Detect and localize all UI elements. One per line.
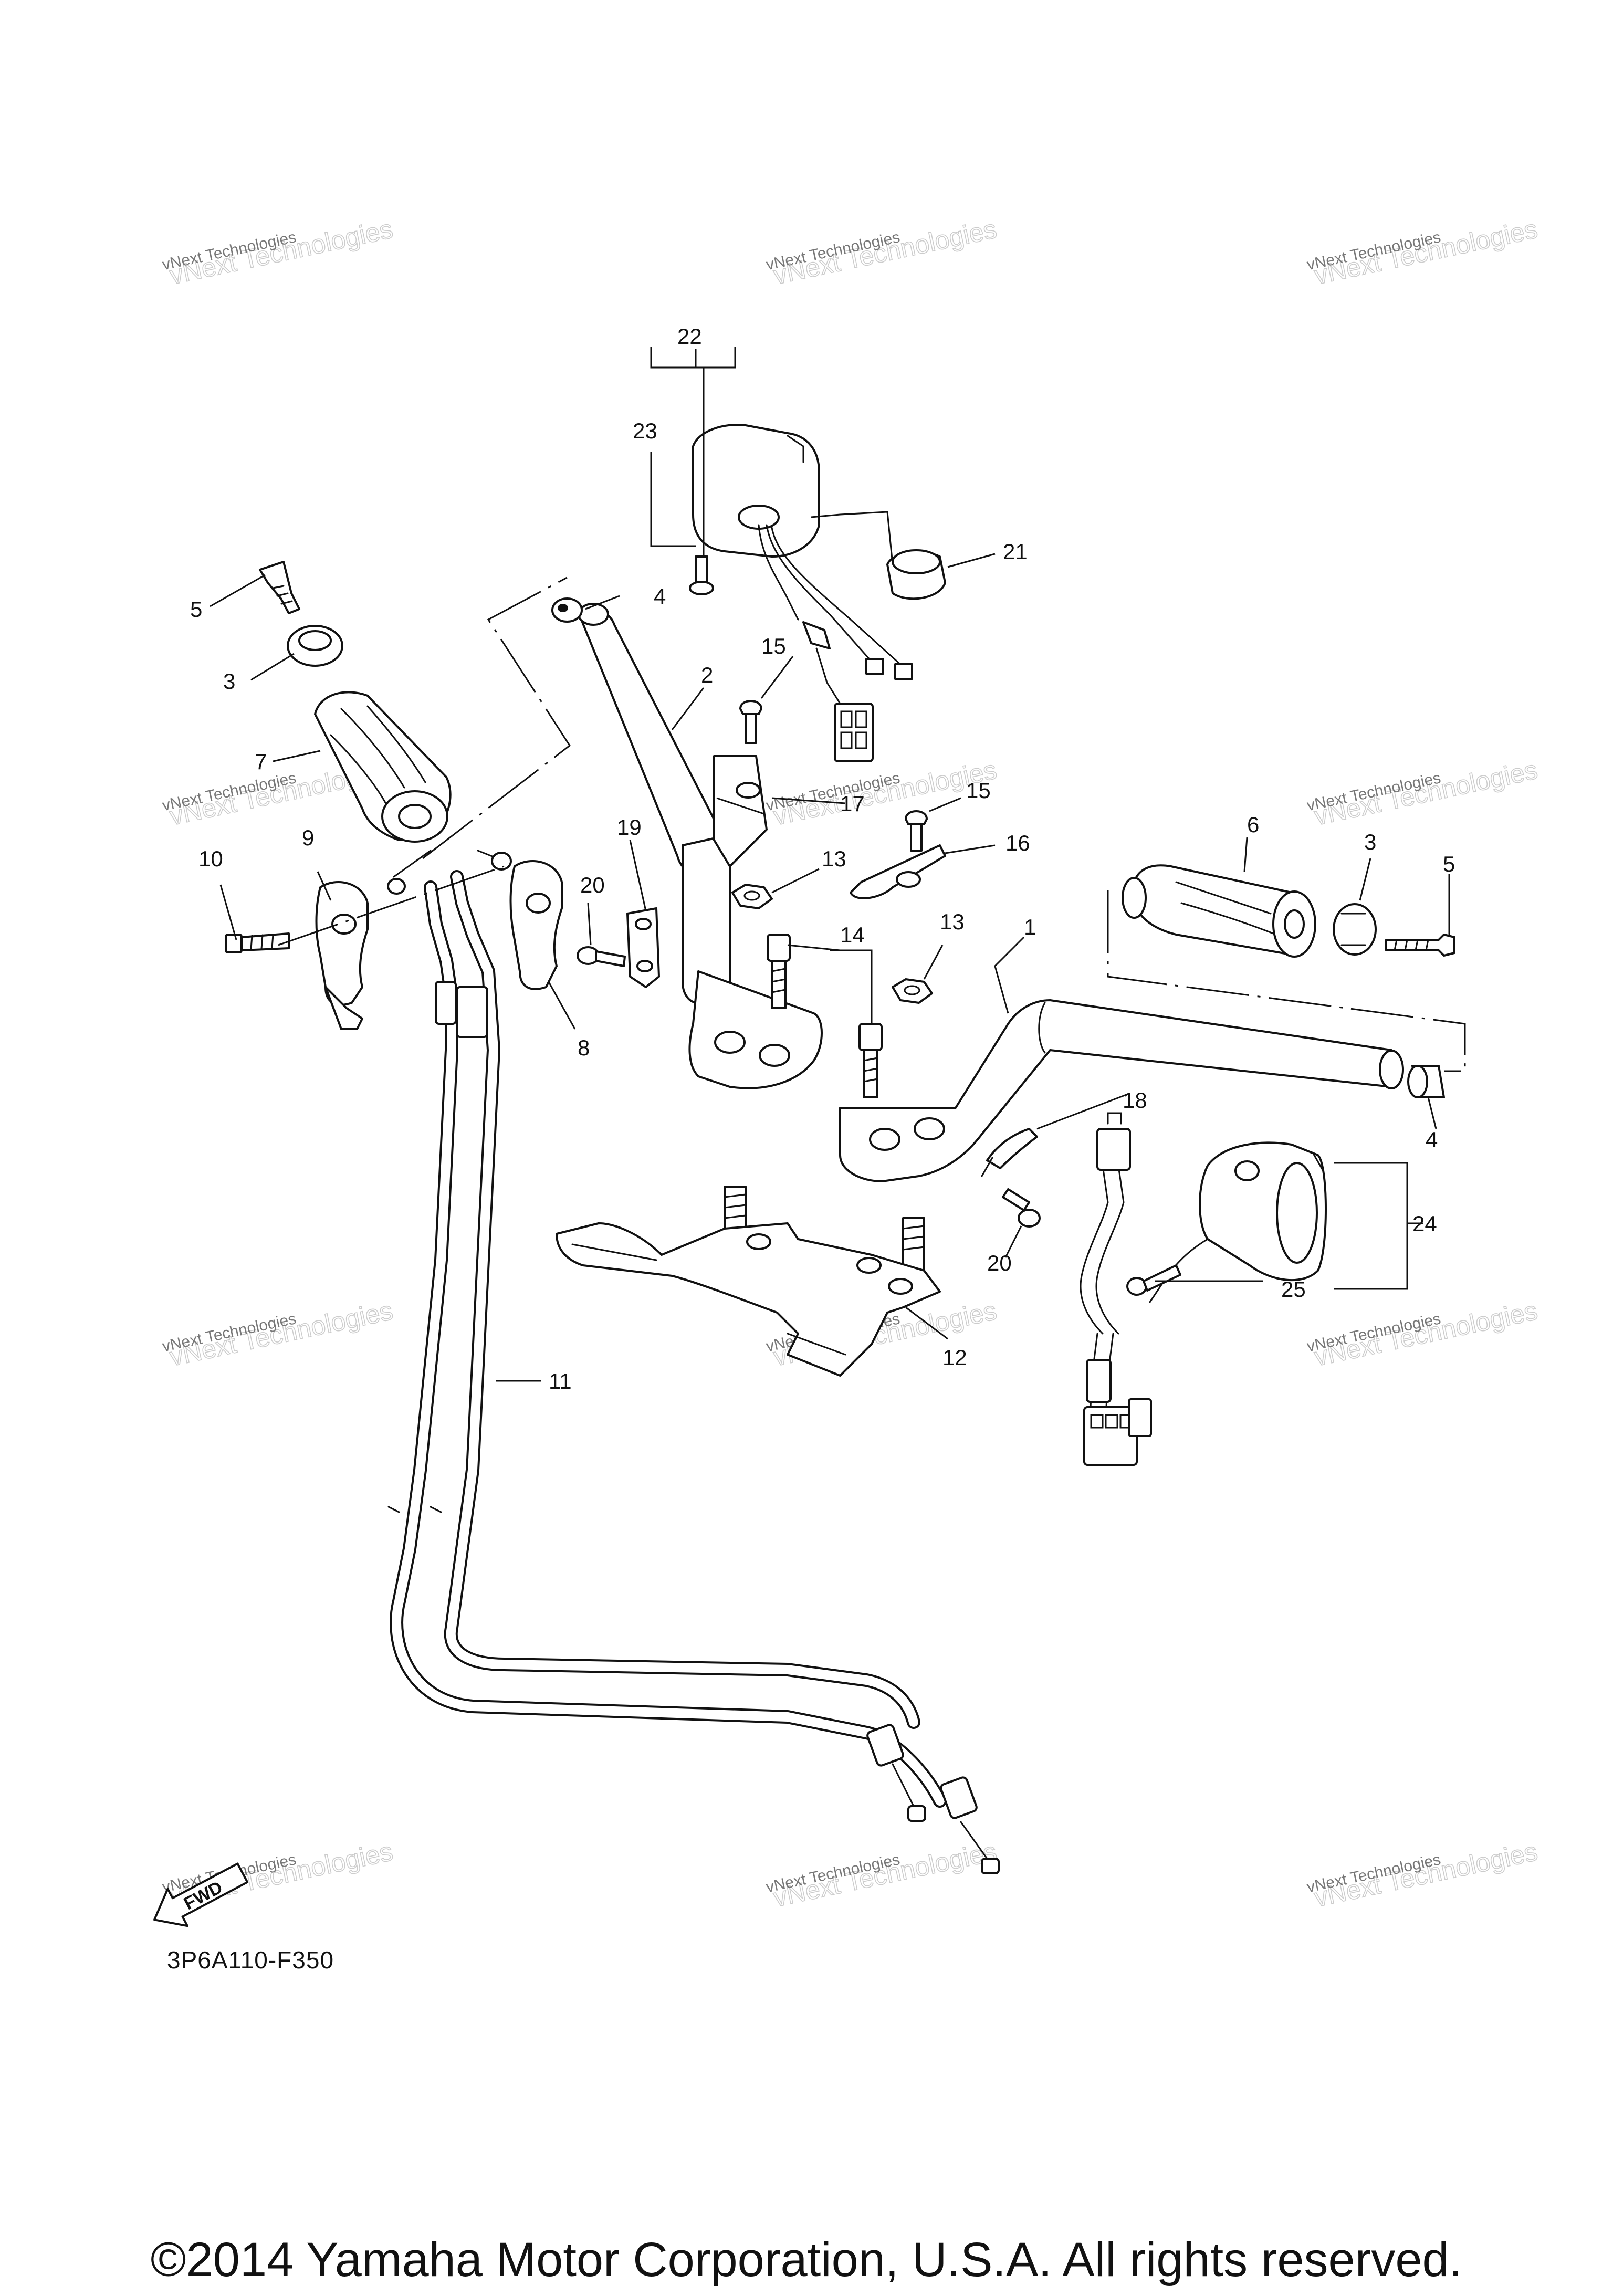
- clip-18: [981, 1128, 1038, 1177]
- screw-25: [1126, 1264, 1181, 1296]
- callout: 13: [822, 846, 846, 871]
- grip-7-left: [314, 691, 452, 843]
- handlebar-left-2: [578, 603, 823, 1089]
- bracket-12: [556, 1186, 941, 1377]
- callout: 14: [840, 922, 865, 947]
- grip-end-bolt-5-left: [259, 561, 300, 614]
- switch-housing-right-top: [692, 424, 913, 762]
- callout: 9: [302, 825, 314, 850]
- assembly-lines: [278, 347, 1466, 1072]
- watermark: vNext Technologies vNext Technologies: [764, 214, 1000, 290]
- callout-labels: 1 2 3 3 4 4 5 5 6 7 8 9 10 11 12 13 13 1…: [190, 324, 1455, 1393]
- watermark: vNext Technologies vNext Technologies: [1305, 214, 1541, 290]
- watermark: vNext Technologies vNext Technologies: [161, 1295, 396, 1372]
- callout: 11: [549, 1369, 572, 1393]
- handlebar-end-cap-4-right: [1407, 1065, 1445, 1098]
- callout: 23: [633, 418, 657, 443]
- collar-21: [886, 549, 946, 600]
- diagram-code: 3P6A110-F350: [167, 1946, 334, 1974]
- grip-end-weight-3-right: [1333, 903, 1377, 956]
- housing-wire-harness: [1080, 1112, 1209, 1466]
- callout: 7: [255, 749, 267, 774]
- callout: 3: [223, 669, 235, 694]
- callout: 21: [1003, 539, 1028, 564]
- watermark: vNext Technologies vNext Technologies: [764, 1836, 1000, 1913]
- callout: 17: [840, 791, 865, 816]
- screw-15-a: [739, 700, 762, 744]
- bolt-14-left: [767, 934, 791, 1009]
- watermark: vNext Technologies vNext Technologies: [1305, 1836, 1541, 1913]
- callout: 25: [1281, 1277, 1306, 1302]
- watermark: vNext Technologies vNext Technologies: [1305, 1295, 1541, 1372]
- callout: 13: [940, 909, 965, 934]
- callout: 12: [942, 1345, 967, 1370]
- callout: 2: [701, 663, 713, 687]
- callout: 8: [578, 1035, 590, 1060]
- bracket-16: [850, 844, 946, 899]
- callout: 20: [580, 873, 605, 897]
- callout: 3: [1364, 830, 1376, 854]
- callout: 15: [761, 634, 786, 658]
- callout: 19: [617, 815, 642, 840]
- leader-lines: [210, 347, 1450, 1382]
- throttle-cable-11: [387, 850, 1000, 1874]
- bracket-19: [626, 907, 660, 988]
- callout: 20: [987, 1251, 1012, 1275]
- callout: 22: [677, 324, 702, 349]
- callout: 15: [966, 778, 991, 803]
- callout: 16: [1005, 831, 1030, 855]
- callout: 24: [1412, 1211, 1437, 1236]
- handlebar-right-1: [839, 999, 1404, 1182]
- housing-screw-23: [689, 555, 714, 595]
- grip-end-weight-3-left: [287, 625, 343, 667]
- switch-housing-24: [1199, 1141, 1327, 1282]
- callout: 4: [654, 584, 666, 609]
- callout: 18: [1123, 1088, 1147, 1113]
- grip-end-bolt-5-right: [1385, 934, 1455, 957]
- handlebar-end-cap-4-left: [551, 597, 583, 623]
- nut-13-left: [731, 884, 773, 909]
- switch-housing-9: [315, 881, 369, 1030]
- callout: 6: [1247, 812, 1259, 837]
- callout: 5: [190, 597, 202, 622]
- grip-6-right: [1122, 864, 1316, 958]
- callout: 4: [1426, 1127, 1438, 1152]
- nut-13-right: [892, 978, 933, 1004]
- bracket-17: [713, 755, 768, 867]
- watermark: vNext Technologies vNext Technologies: [161, 214, 396, 290]
- switch-housing-8: [509, 860, 563, 990]
- callout: 10: [198, 846, 223, 871]
- watermark: vNext Technologies vNext Technologies: [1305, 754, 1541, 831]
- bolt-14-right: [858, 1023, 883, 1098]
- screw-15-b: [905, 810, 928, 852]
- screw-20-left: [577, 946, 626, 967]
- watermark: vNext Technologies vNext Technologies: [764, 754, 1000, 831]
- callout: 1: [1024, 915, 1036, 939]
- copyright-notice: ©2014 Yamaha Motor Corporation, U.S.A. A…: [150, 2233, 1463, 2287]
- callout: 5: [1443, 852, 1455, 876]
- screw-10: [225, 932, 290, 953]
- screw-20-right: [1002, 1188, 1041, 1228]
